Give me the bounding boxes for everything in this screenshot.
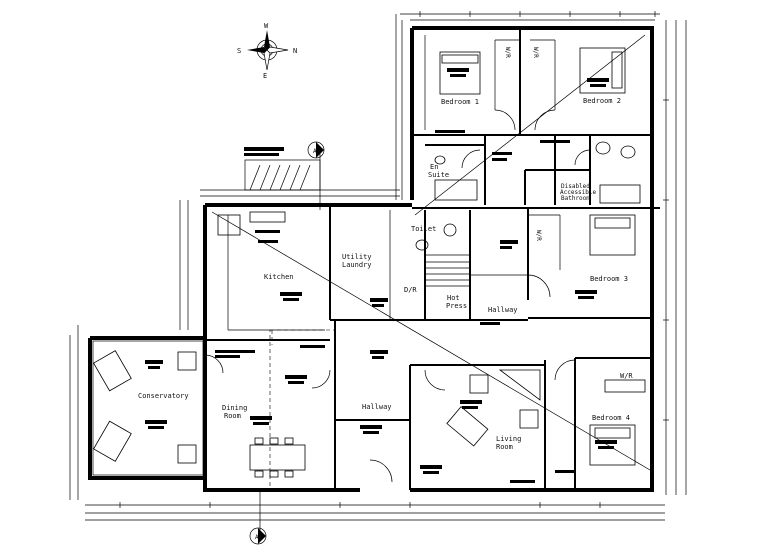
utility-label-2: Laundry [342,261,372,269]
section-marker-top-label: A [313,148,317,155]
en-suite-label-2: Suite [428,171,449,179]
utility-label-1: Utility [342,253,372,261]
compass-rose: W S N E [237,22,297,80]
disabled-bath-label-3: Bathroom [561,195,590,202]
kitchen-label: Kitchen [264,273,294,281]
hallway-label-1: Hallway [488,306,518,314]
dining-label-2: Room [224,412,241,420]
section-marker-bottom-label: A [255,534,259,541]
annotation-blocks [145,68,617,483]
exterior-walls [88,26,654,492]
toilet-label: Toilet [411,225,436,233]
conservatory-label: Conservatory [138,392,189,400]
dimension-lines [69,11,687,521]
disabled-bath-label-1: Disabled [561,183,590,190]
bedroom2-label: Bedroom 2 [583,97,621,105]
compass-south-label: S [237,47,241,55]
wr-label-2: W/R [532,47,539,58]
compass-east-label: E [263,72,267,80]
living-label-2: Room [496,443,513,451]
wr-label-1: W/R [504,47,511,58]
compass-west-label: W [264,22,269,30]
section-lines [211,34,651,530]
dr-label: D/R [404,286,417,294]
bedroom4-label: Bedroom 4 [592,414,630,422]
dining-label-1: Dining [222,404,247,412]
disabled-bath-label-2: Accessible [560,189,597,196]
living-label-1: Living [496,435,521,443]
entrance-steps [244,147,321,191]
room-labels: Bedroom 1 Bedroom 2 Bedroom 3 Bedroom 4 … [138,47,633,451]
section-marker-bottom: A [249,527,267,545]
hallway-label-2: Hallway [362,403,392,411]
hot-press-label-2: Press [446,302,467,310]
bedroom1-label: Bedroom 1 [441,98,479,106]
door-swings [204,109,591,483]
en-suite-label-1: En [430,163,438,171]
interior-walls [205,28,660,491]
wr-label-3: W/R [535,230,542,241]
furniture [93,47,646,478]
bedroom3-label: Bedroom 3 [590,275,628,283]
compass-north-label: N [293,47,297,55]
hot-press-label-1: Hot [447,294,460,302]
section-marker-top: A [307,141,325,159]
wr-label-4: W/R [620,372,633,380]
